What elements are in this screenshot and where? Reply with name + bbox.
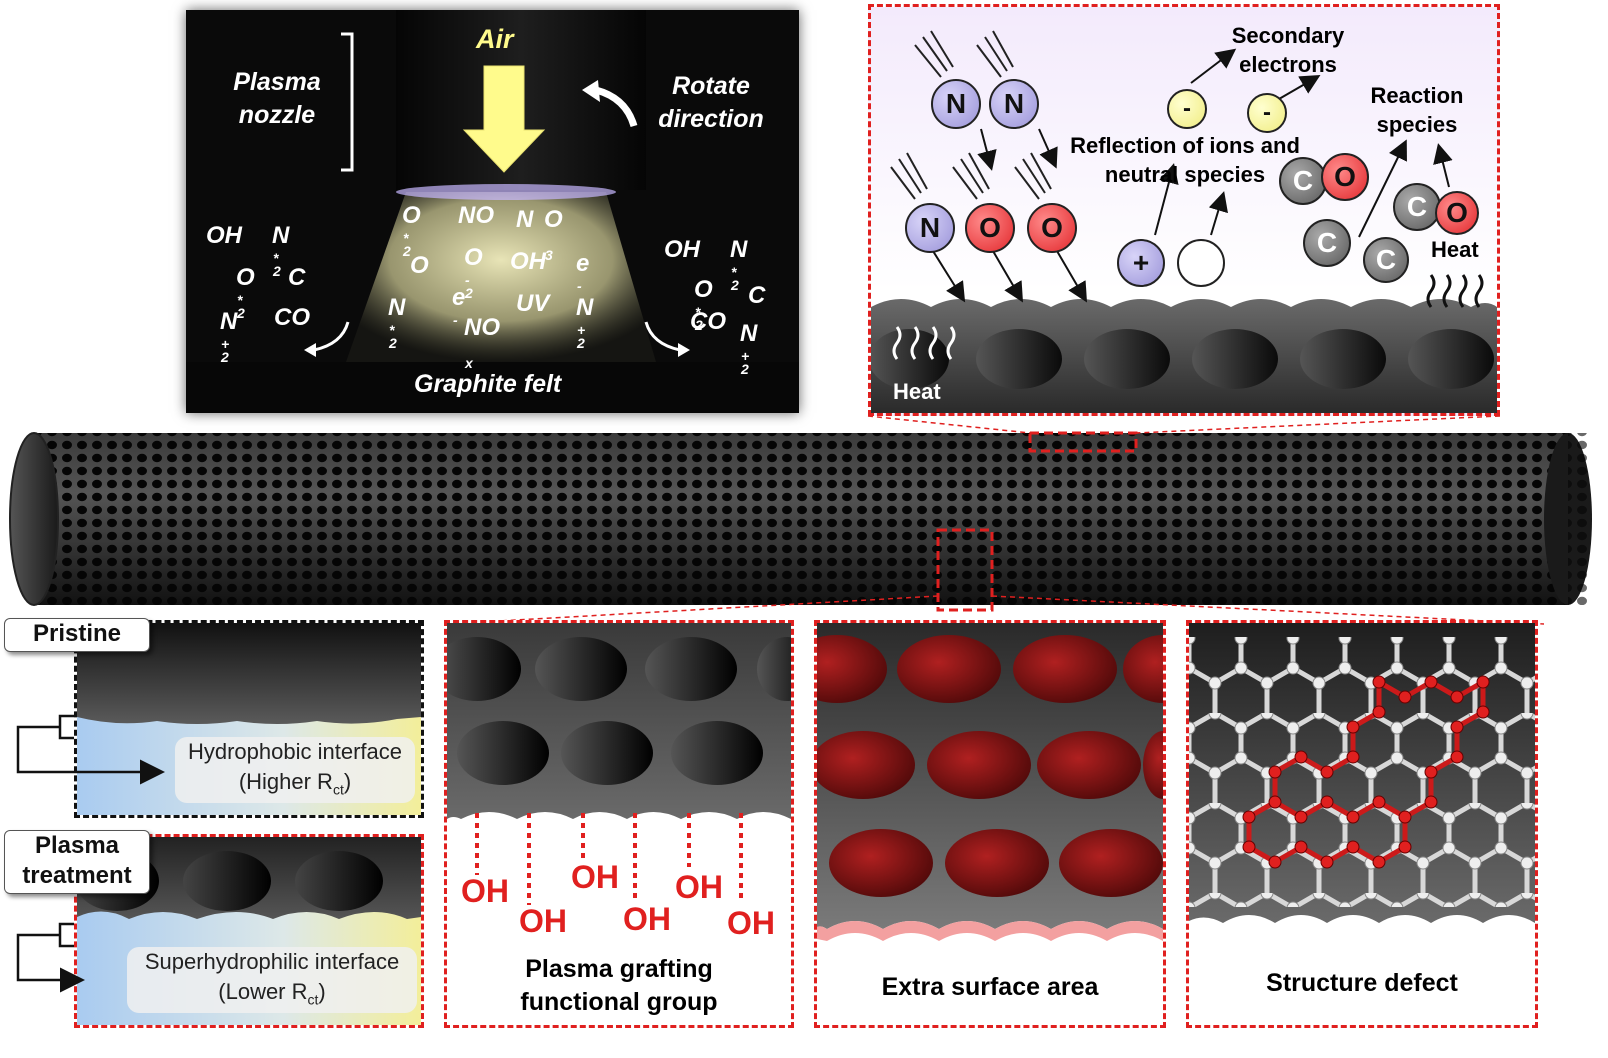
species-formula: O*2 xyxy=(236,264,255,321)
defect-atoms xyxy=(1242,675,1490,869)
carbon-atom: C xyxy=(1303,219,1351,267)
species-formula: OH xyxy=(664,236,700,263)
oxygen-atom: O xyxy=(1027,203,1077,253)
cylinder-end-cap xyxy=(9,432,59,606)
species-formula: N*2 xyxy=(388,294,406,351)
oh-group-label: OH xyxy=(571,859,619,895)
surface-area-graphics xyxy=(817,623,1163,941)
oxygen-atom: O xyxy=(1435,191,1479,235)
plasma-photo-graphics xyxy=(186,10,799,413)
graphene-lattice xyxy=(1189,623,1535,923)
species-formula: O*2 xyxy=(402,202,421,259)
pore xyxy=(976,329,1062,389)
graphite-felt-cylinder xyxy=(9,415,1592,625)
plasma-glow xyxy=(346,192,656,362)
oxygen-atom: O xyxy=(1321,153,1369,201)
species-formula: OH xyxy=(206,222,242,249)
nitrogen-atom: N xyxy=(905,203,955,253)
species-formula: N xyxy=(516,206,534,233)
oh-bond-lines xyxy=(475,813,743,905)
species-formula: NO x xyxy=(464,314,500,371)
air-label: Air xyxy=(476,24,514,54)
pristine-panel: Hydrophobic interface (Higher Rct) xyxy=(74,620,424,818)
positive-ion: + xyxy=(1117,239,1165,287)
transition-arrows xyxy=(16,714,165,993)
species-formula: OH xyxy=(510,248,546,275)
felt-label: Graphite felt xyxy=(414,370,562,398)
pore xyxy=(1408,329,1494,389)
secondary-electron: - xyxy=(1247,93,1287,133)
superhydrophilic-interface-label: Superhydrophilic interface (Lower Rct) xyxy=(127,947,417,1013)
flow-arrow-left-icon xyxy=(313,321,350,352)
callout-box-top xyxy=(1028,431,1138,453)
species-formula: C xyxy=(748,282,766,309)
rotate-arrow-icon xyxy=(594,86,638,128)
species-formula: CO xyxy=(274,304,310,331)
surface-area-panel: Extra surface area xyxy=(814,620,1166,1028)
nozzle-bracket-icon xyxy=(341,32,354,172)
oxygen-atom: O xyxy=(965,203,1015,253)
pore xyxy=(1084,329,1170,389)
species-formula: e- xyxy=(576,250,590,294)
heat-label-top: Heat xyxy=(1431,237,1479,262)
carbon-atom: C xyxy=(1393,183,1441,231)
pore xyxy=(871,329,949,389)
species-formula: O*2 xyxy=(694,276,713,333)
nitrogen-atom: N xyxy=(989,79,1039,129)
species-formula: N+2 xyxy=(740,320,758,377)
mechanism-graphics xyxy=(871,30,1497,413)
species-formula: O-2 xyxy=(464,244,483,301)
motion-streaks xyxy=(890,30,1052,200)
heat-waves-top-icon xyxy=(1426,274,1484,308)
carbon-atom: C xyxy=(1279,157,1327,205)
neutral-species xyxy=(1177,239,1225,287)
pristine-label: Pristine xyxy=(4,618,150,652)
heat-waves-bottom-icon xyxy=(892,326,956,360)
species-formula: N*2 xyxy=(272,222,290,279)
plasma-treatment-panel: Superhydrophilic interface (Lower Rct) xyxy=(74,834,424,1028)
oh-group-label: OH xyxy=(675,869,723,905)
surface-area-caption: Extra surface area xyxy=(881,973,1099,1001)
structure-defect-panel: Structure defect xyxy=(1186,620,1538,1028)
structure-defect-caption: Structure defect xyxy=(1266,969,1458,997)
flow-arrow-right-icon xyxy=(644,321,681,352)
species-formula: O 3 xyxy=(544,206,563,263)
species-formula: C xyxy=(288,264,306,291)
hydrophobic-interface-label: Hydrophobic interface (Higher Rct) xyxy=(175,737,415,803)
nitrogen-atom: N xyxy=(931,79,981,129)
species-formula: e- xyxy=(452,284,466,328)
air-arrow-icon xyxy=(462,65,546,173)
pore xyxy=(1192,329,1278,389)
species-formula: NO xyxy=(458,202,494,229)
species-formula: CO xyxy=(690,308,726,335)
pore xyxy=(1300,329,1386,389)
carbon-atom: C xyxy=(1363,237,1409,283)
oh-group-label: OH xyxy=(623,901,671,937)
species-formula: UV xyxy=(516,290,550,317)
species-formula: N+2 xyxy=(220,308,238,365)
oh-group-label: OH xyxy=(727,905,775,941)
species-formula: N+2 xyxy=(576,294,594,351)
oh-group-label: OH xyxy=(461,873,509,909)
callout-box-bottom xyxy=(936,528,994,612)
secondary-electron: - xyxy=(1167,89,1207,129)
graphite-surface xyxy=(871,299,1497,413)
mechanism-arrows xyxy=(932,48,1453,303)
graphite-felt-surface xyxy=(186,362,799,413)
species-formula: N*2 xyxy=(730,236,748,293)
oh-group-label: OH xyxy=(519,903,567,939)
heat-label-bottom: Heat xyxy=(893,379,941,404)
grafting-graphics xyxy=(447,623,791,819)
species-formula: O xyxy=(410,252,429,279)
